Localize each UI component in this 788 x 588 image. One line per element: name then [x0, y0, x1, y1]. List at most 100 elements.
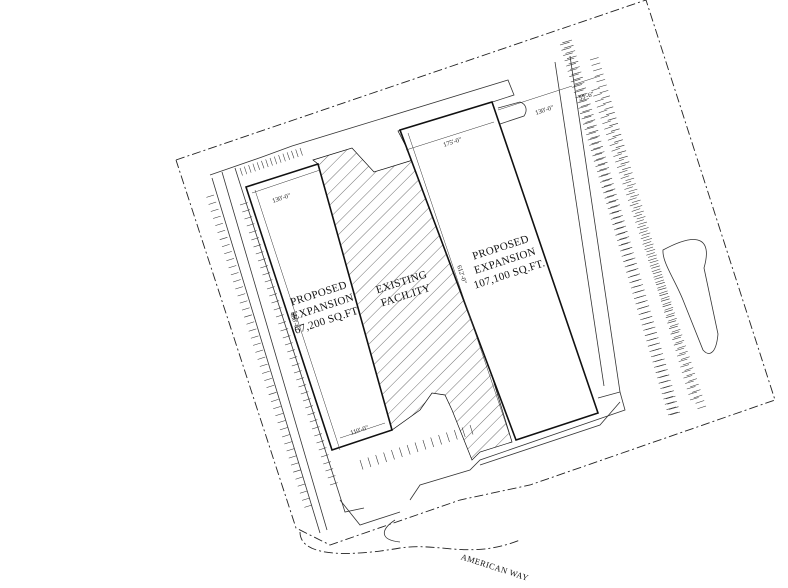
- parking-stall-line: [621, 253, 632, 257]
- east-expansion-building: [398, 101, 600, 442]
- parking-stall-line: [641, 232, 651, 236]
- parking-stall-line: [253, 342, 261, 346]
- parking-stall-line: [670, 331, 680, 335]
- parking-stall-line: [237, 293, 246, 297]
- parking-stall-line: [661, 390, 672, 395]
- parking-stall-line: [275, 314, 284, 318]
- parking-stall-line: [617, 231, 628, 235]
- parking-stall-line: [289, 356, 298, 360]
- parking-stall-line: [253, 244, 262, 248]
- parking-stall-line: [284, 342, 293, 346]
- parking-stall-line: [286, 152, 290, 160]
- parking-stall-line: [646, 249, 656, 253]
- parking-stall-line: [627, 274, 638, 278]
- parking-stall-line: [309, 419, 318, 423]
- parking-stall-line: [213, 215, 221, 219]
- parking-stall-line: [681, 369, 691, 373]
- parking-stall-line: [583, 121, 593, 125]
- parking-stall-line: [608, 199, 619, 203]
- parking-stall-line: [264, 377, 272, 381]
- parking-stall-line: [662, 385, 673, 389]
- parking-stall-line: [250, 335, 259, 339]
- parking-stall-line: [590, 147, 601, 151]
- parking-stall-line: [622, 166, 631, 170]
- parking-stall-line: [615, 144, 625, 148]
- parking-stall-line: [612, 221, 623, 225]
- parking-stall-line: [239, 167, 243, 176]
- parking-stall-line: [631, 199, 641, 203]
- parking-stall-line: [273, 307, 282, 311]
- parking-stall-line: [314, 433, 322, 437]
- property-line: [175, 0, 776, 546]
- parking-stall-line: [588, 130, 599, 134]
- parking-stalls: [206, 39, 707, 508]
- parking-stall-line: [587, 124, 597, 129]
- parking-stall-line: [614, 139, 623, 143]
- parking-stall-line: [574, 82, 585, 86]
- parking-stall-line: [206, 194, 215, 198]
- parking-stall-line: [596, 104, 606, 108]
- parking-stall-line: [607, 193, 617, 198]
- parking-stall-line: [618, 242, 629, 247]
- parking-stall-line: [604, 126, 613, 130]
- parking-stall-line: [656, 282, 665, 286]
- parking-stall-line: [271, 300, 280, 304]
- parking-stall-line: [638, 230, 648, 234]
- parking-stall-line: [651, 347, 662, 352]
- parking-stall-line: [593, 158, 604, 162]
- parking-stall-line: [228, 265, 237, 269]
- parking-stall-line: [596, 168, 607, 173]
- parking-stall-line: [572, 84, 582, 88]
- parking-stall-line: [257, 258, 266, 262]
- parking-stall-line: [660, 385, 670, 389]
- parking-stall-line: [217, 229, 226, 233]
- parking-stall-line: [327, 475, 336, 479]
- parking-stall-line: [623, 258, 633, 262]
- parking-stall-line: [686, 372, 696, 377]
- parking-stall-line: [640, 235, 650, 240]
- parking-stall-line: [627, 183, 636, 187]
- parking-stall-line: [323, 461, 331, 465]
- parking-stall-line: [631, 278, 642, 283]
- parking-stall-line: [607, 137, 617, 141]
- parking-stall-line: [215, 222, 223, 226]
- parking-stall-line: [594, 151, 605, 155]
- parking-stall-line: [613, 226, 624, 231]
- parking-stall-line: [683, 375, 693, 379]
- parking-stall-line: [606, 112, 615, 116]
- parking-stall-line: [619, 236, 630, 240]
- parking-stall-line: [648, 254, 657, 258]
- parking-stall-line: [616, 164, 626, 168]
- dim-east-corner: 55'-6": [578, 91, 595, 103]
- parking-stall-line: [210, 208, 219, 212]
- parking-stall-line: [302, 398, 311, 402]
- parking-stall-line: [573, 89, 584, 93]
- parking-stall-line: [639, 227, 649, 231]
- parking-stall-line: [610, 128, 620, 132]
- parking-stall-line: [668, 325, 678, 329]
- parking-stall-line: [299, 490, 308, 494]
- parking-stall-line: [680, 356, 690, 360]
- parking-stall-line: [595, 163, 606, 167]
- parking-stall-line: [620, 175, 630, 179]
- parking-stall-line: [291, 363, 300, 367]
- parking-stall-line: [570, 66, 580, 70]
- parking-stall-line: [568, 61, 579, 65]
- parking-stall-line: [662, 303, 672, 308]
- parking-stall-line: [581, 115, 592, 120]
- parking-stall-line: [233, 279, 241, 283]
- parking-stall-line: [631, 208, 641, 212]
- parking-stall-line: [625, 177, 635, 181]
- parking-stall-line: [597, 161, 608, 166]
- parking-stall-line: [648, 337, 659, 341]
- parking-stall-line: [329, 482, 338, 486]
- parking-stall-line: [658, 369, 668, 373]
- parking-stall-line: [293, 469, 301, 473]
- parking-stall-line: [644, 321, 654, 325]
- parking-stall-line: [291, 150, 295, 159]
- parking-stall-line: [613, 153, 622, 157]
- parking-stall-line: [297, 483, 306, 487]
- parking-stall-line: [662, 301, 672, 305]
- parking-stall-line: [607, 205, 618, 210]
